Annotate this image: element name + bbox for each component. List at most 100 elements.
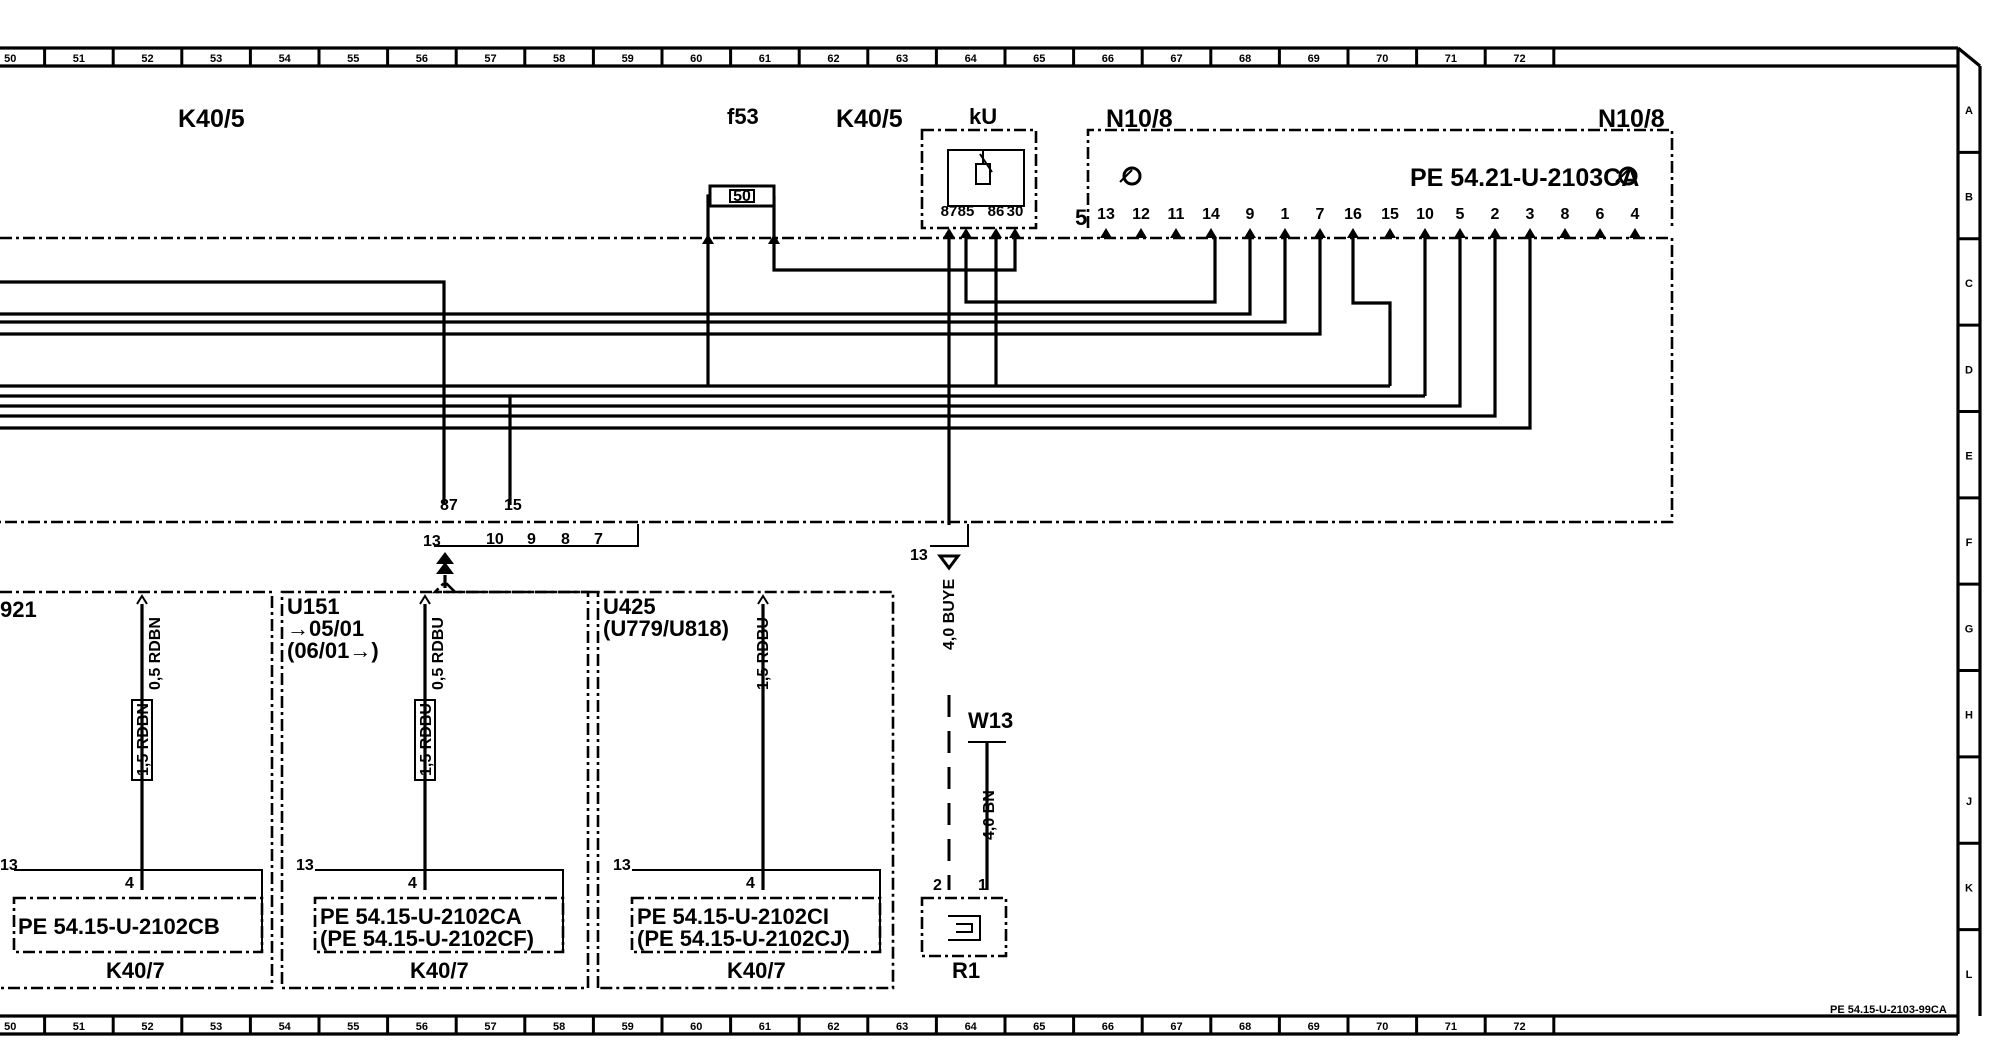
- relay-ku: [920, 128, 1038, 230]
- grid-column-label: 71: [1445, 53, 1457, 65]
- wire-left: 0,5 RDBN: [147, 617, 164, 690]
- n10-8-label-left: N10/8: [1106, 105, 1173, 133]
- grid-row-label: L: [1966, 969, 1973, 981]
- n10-pin-connector: [1419, 228, 1431, 238]
- wire-mid-box: 1,5 RDBU: [418, 703, 435, 776]
- grid-column-label: 68: [1239, 1021, 1251, 1033]
- grid-column-label: 59: [622, 53, 634, 65]
- n10-pin-2: 2: [1491, 206, 1500, 223]
- grid-column-label: 70: [1376, 1021, 1388, 1033]
- grid-row-label: G: [1965, 623, 1974, 635]
- relay-pin-85: 85: [958, 203, 975, 220]
- grid-column-label: 57: [484, 1021, 496, 1033]
- n10-pin-10: 10: [1416, 206, 1434, 223]
- grid-row-label: E: [1965, 451, 1972, 463]
- grid-column-label: 55: [347, 1021, 359, 1033]
- n10-pin-connector: [1314, 228, 1326, 238]
- grid-column-label: 63: [896, 53, 908, 65]
- grid-column-label: 50: [4, 1021, 16, 1033]
- n10-pin-3: 3: [1526, 206, 1535, 223]
- ground-label: 13: [910, 547, 928, 564]
- k40-7-blocks: [12, 869, 882, 954]
- k40-7-left-pin13: 13: [0, 857, 18, 874]
- n10-pin-8: 8: [1561, 206, 1570, 223]
- relay-pin-87: 87: [941, 203, 958, 220]
- k40-7-left-name: K40/7: [106, 958, 165, 983]
- variant-boxes: [0, 580, 895, 990]
- grid-column-label: 60: [690, 1021, 702, 1033]
- grid-column-label: 50: [4, 53, 16, 65]
- n10-pin-14: 14: [1202, 206, 1220, 223]
- grid-column-label: 64: [965, 53, 978, 65]
- bus-pin-8: 8: [561, 531, 570, 548]
- grid-column-label: 68: [1239, 53, 1251, 65]
- variant-wires: [131, 594, 769, 890]
- k40-7-right-ref2: (PE 54.15-U-2102CJ): [637, 926, 850, 951]
- grid-column-label: 58: [553, 1021, 565, 1033]
- grid-column-label: 70: [1376, 53, 1388, 65]
- fuse-f53: 50: [708, 184, 776, 208]
- grid-column-label: 56: [416, 53, 428, 65]
- k40-7-mid-name: K40/7: [410, 958, 469, 983]
- f53-pin-connector: [768, 234, 780, 244]
- grid-row-label: K: [1965, 882, 1973, 894]
- bus-pin-13: 13: [423, 533, 441, 550]
- module-n10-8: [1086, 128, 1674, 228]
- grid-row-label: H: [1965, 710, 1973, 722]
- harness-wires: [0, 194, 1532, 525]
- wire-right: 1,5 RDBU: [755, 617, 772, 690]
- bus-connector: [434, 524, 969, 588]
- k40-5-label-right: K40/5: [836, 105, 903, 133]
- connector-symbol-right: [1618, 166, 1638, 186]
- k40-7-right-pin4: 4: [746, 875, 755, 892]
- grid-column-label: 61: [759, 53, 771, 65]
- variant-mid-code: U151: [287, 594, 340, 619]
- f53-label: f53: [727, 104, 759, 129]
- k40-7-mid-ref1: PE 54.15-U-2102CA: [320, 904, 522, 929]
- n10-pin-connector: [1489, 228, 1501, 238]
- n10-8-label-right: N10/8: [1598, 105, 1665, 133]
- k40-5-label-left: K40/5: [178, 105, 245, 133]
- n10-pin-connector: [1244, 228, 1256, 238]
- n10-pin-13: 13: [1097, 206, 1115, 223]
- n10-pin-connector: [1524, 228, 1536, 238]
- grid-column-label: 53: [210, 53, 222, 65]
- relay-pin-connector: [990, 228, 1002, 238]
- grid-column-label: 67: [1170, 1021, 1182, 1033]
- n10-pin-5: 5: [1456, 206, 1465, 223]
- n10-pin-connector: [1170, 228, 1182, 238]
- n10-pin-connector: [1279, 228, 1291, 238]
- grid-column-label: 54: [279, 53, 292, 65]
- k40-7-right-pin13: 13: [613, 857, 631, 874]
- n10-pin-4: 4: [1631, 206, 1640, 223]
- n10-pin-connector: [1594, 228, 1606, 238]
- n10-pin-connector: [1135, 228, 1147, 238]
- r1-pin-2: 2: [933, 877, 942, 894]
- grid-column-label: 54: [279, 1021, 292, 1033]
- variant-mid-line1: →05/01: [287, 616, 364, 641]
- grid-column-label: 69: [1308, 53, 1320, 65]
- wire-left-box: 1,5 RDBN: [135, 703, 152, 776]
- k40-7-mid-pin13: 13: [296, 857, 314, 874]
- n10-pin-12: 12: [1132, 206, 1150, 223]
- n10-pin-7: 7: [1316, 206, 1325, 223]
- grid-column-label: 60: [690, 53, 702, 65]
- n10-pin-connector: [1347, 228, 1359, 238]
- grid-column-label: 58: [553, 53, 565, 65]
- grid-column-label: 52: [141, 1021, 153, 1033]
- grid-row-label: F: [1966, 537, 1973, 549]
- diagram-frame: [0, 46, 1982, 1036]
- n10-pin-connector: [1629, 228, 1641, 238]
- f53-pin-connector: [702, 234, 714, 244]
- grid-column-label: 64: [965, 1021, 978, 1033]
- grid-column-label: 53: [210, 1021, 222, 1033]
- bus-pin-15: 15: [504, 497, 522, 514]
- w13-label: W13: [968, 708, 1013, 733]
- k40-7-right-ref1: PE 54.15-U-2102CI: [637, 904, 829, 929]
- fuse-value: 50: [733, 188, 751, 205]
- relay-pin-connector: [1009, 228, 1021, 238]
